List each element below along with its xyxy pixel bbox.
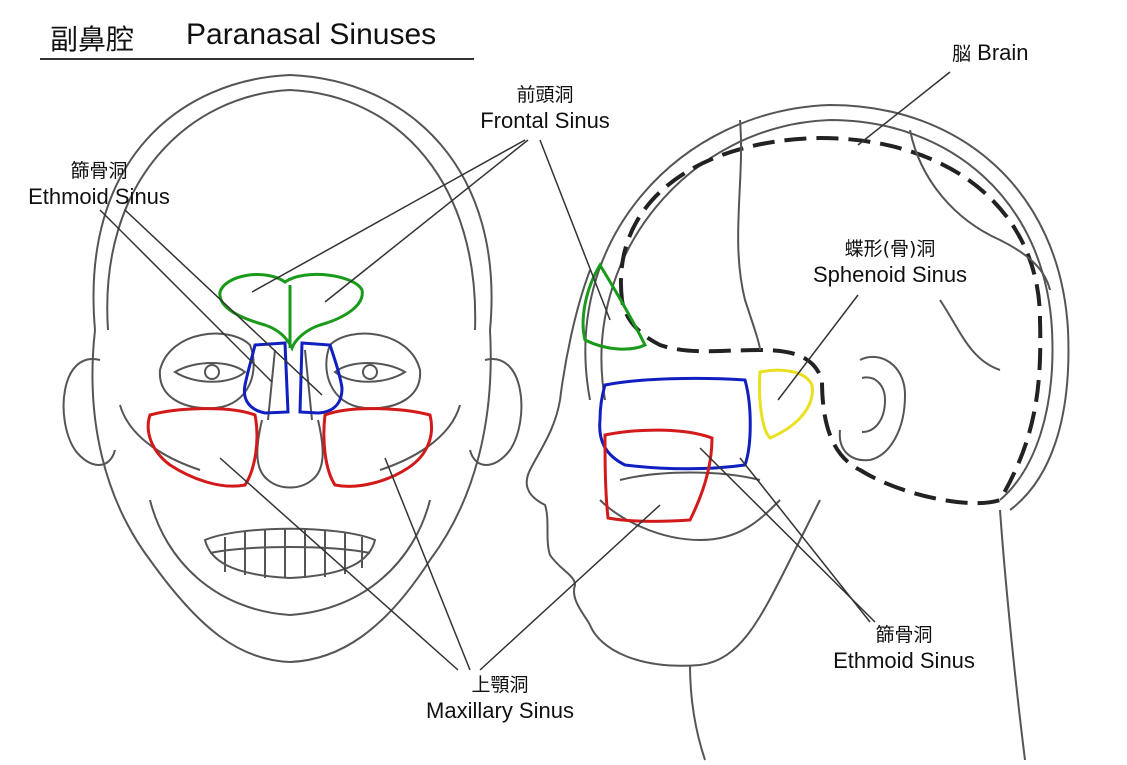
label-sphenoid-en: Sphenoid Sinus (812, 262, 968, 287)
side-sphenoid-sinus (758, 368, 814, 440)
label-frontal-en: Frontal Sinus (480, 108, 610, 133)
side-frontal-sinus (581, 262, 648, 351)
label-ethmoid-sinus-side: 篩骨洞 Ethmoid Sinus (815, 622, 993, 674)
label-sphenoid-sinus: 蝶形(骨)洞 Sphenoid Sinus (798, 236, 982, 288)
front-nasal-bridge (267, 349, 313, 421)
front-left-eye (173, 362, 247, 383)
side-ear (838, 355, 907, 462)
brain-dashed-outline (618, 135, 1043, 506)
front-jaw (149, 499, 431, 617)
side-neck (689, 509, 1026, 761)
front-teeth-dividers (224, 529, 363, 578)
front-right-ear (469, 358, 523, 466)
leader-ethmoid-front-2 (124, 209, 323, 396)
side-face-profile (525, 269, 591, 626)
leader-sphenoid (777, 294, 859, 401)
front-maxillary-sinus-right (322, 407, 434, 488)
label-ethmoid-front-en: Ethmoid Sinus (28, 184, 170, 209)
front-frontal-sinus (218, 272, 364, 352)
leader-frontal-side (539, 139, 611, 321)
front-left-pupil (204, 364, 220, 380)
front-skull-inner (106, 88, 477, 331)
title-english: Paranasal Sinuses (186, 18, 437, 51)
front-right-cheek (379, 404, 461, 471)
label-maxillary-en: Maxillary Sinus (426, 698, 574, 723)
side-suture-1 (737, 119, 761, 351)
label-maxillary-jp: 上顎洞 (471, 674, 529, 696)
title-japanese: 副鼻腔 (50, 23, 135, 56)
front-right-eye (333, 362, 407, 383)
side-suture-2 (909, 129, 1051, 291)
label-frontal-jp: 前頭洞 (516, 84, 574, 106)
side-skull-outline (584, 103, 1070, 511)
leader-frontal-front-2 (324, 139, 529, 303)
label-ethmoid-front-jp: 篩骨洞 (70, 160, 128, 182)
label-ethmoid-side-en: Ethmoid Sinus (833, 648, 975, 673)
leader-brain (857, 71, 951, 146)
leader-maxillary-2 (384, 457, 471, 671)
side-palate (619, 471, 761, 481)
front-right-orbit (325, 332, 422, 410)
leader-maxillary-1 (219, 457, 459, 671)
side-maxillary-sinus (603, 428, 714, 523)
leader-frontal-front-1 (251, 139, 526, 293)
front-left-orbit (158, 332, 255, 410)
side-maxilla-detail (599, 499, 781, 542)
label-brain-jp: 脳 (952, 43, 972, 65)
label-frontal-sinus: 前頭洞 Frontal Sinus (468, 82, 622, 134)
front-ethmoid-sinus-right (298, 341, 344, 415)
label-brain: 脳 Brain (952, 40, 1029, 67)
front-right-pupil (362, 364, 378, 380)
side-jaw (589, 499, 821, 667)
front-left-ear (62, 358, 116, 466)
label-ethmoid-sinus-front: 篩骨洞 Ethmoid Sinus (14, 158, 184, 210)
front-face-outline (91, 329, 492, 664)
label-ethmoid-side-jp: 篩骨洞 (875, 624, 933, 646)
label-brain-en: Brain (977, 40, 1029, 65)
front-upper-teeth (203, 527, 377, 580)
side-skull-inner (600, 118, 1054, 501)
title-underline (40, 58, 474, 60)
side-suture-3 (939, 299, 1001, 371)
front-maxillary-sinus-left (146, 407, 259, 488)
leader-maxillary-3 (479, 504, 661, 671)
front-skull-outline (92, 73, 493, 331)
side-ethmoid-sinus (598, 376, 752, 471)
side-ear-inner (861, 376, 887, 433)
leader-ethmoid-front-1 (99, 209, 273, 383)
front-ethmoid-sinus-left (242, 341, 290, 415)
leader-ethmoid-side-2 (699, 447, 876, 623)
front-left-cheek (119, 404, 201, 471)
front-nose (256, 419, 324, 489)
label-maxillary-sinus: 上顎洞 Maxillary Sinus (412, 672, 588, 724)
label-sphenoid-jp: 蝶形(骨)洞 (844, 238, 936, 260)
